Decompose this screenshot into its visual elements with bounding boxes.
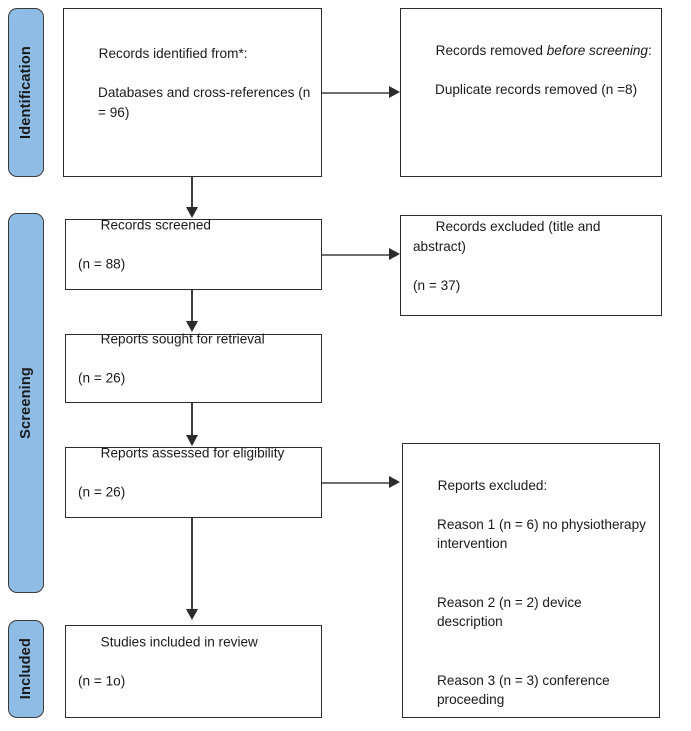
connector-assessed-to-reports-excluded [322, 482, 390, 484]
box-records-screened: Records screened (n = 88) [65, 217, 322, 290]
records-removed-line2: Duplicate records removed (n =8) [435, 81, 638, 97]
stage-label-identification: Identification [18, 45, 34, 140]
connector-assessed-to-included [191, 518, 193, 611]
records-excluded-line1: Records excluded (title and abstract) [413, 218, 605, 254]
reports-excluded-reason-1: Reason 1 (n = 6) no physiotherapy interv… [437, 516, 650, 552]
records-identified-line2: Databases and cross-references (n = 96) [98, 84, 315, 120]
records-removed-line1-italic: before screening [546, 42, 648, 58]
box-studies-included-in-review: Studies included in review (n = 1o) [65, 625, 322, 718]
connector-assessed-to-included-arrowhead [185, 609, 198, 620]
connector-sought-to-assessed-arrowhead [185, 435, 198, 446]
reports-excluded-heading: Reports excluded: [437, 477, 548, 493]
connector-identified-to-removed-arrowhead [389, 85, 400, 98]
stage-bar-included: Included [8, 620, 44, 718]
records-screened-line1: Records screened [100, 217, 211, 233]
reports-sought-line2: (n = 26) [78, 370, 126, 386]
stage-bar-identification: Identification [8, 8, 44, 177]
connector-identified-to-removed [322, 92, 390, 94]
box-reports-sought-for-retrieval: Reports sought for retrieval (n = 26) [65, 331, 322, 403]
records-excluded-line2: (n = 37) [413, 277, 461, 293]
box-records-removed-before-screening: Records removed before screening: Duplic… [400, 8, 662, 177]
studies-included-line1: Studies included in review [100, 634, 258, 650]
records-identified-line1: Records identified from*: [98, 45, 248, 61]
connector-screened-to-excluded-arrowhead [389, 247, 400, 260]
connector-screened-to-sought-arrowhead [185, 321, 198, 332]
stage-label-screening: Screening [18, 367, 34, 439]
connector-sought-to-assessed [191, 403, 193, 437]
records-removed-line1-prefix: Records removed [435, 42, 547, 58]
studies-included-line2: (n = 1o) [78, 673, 126, 689]
reports-excluded-reason-2: Reason 2 (n = 2) device description [437, 594, 586, 630]
records-screened-line2: (n = 88) [78, 256, 126, 272]
stage-bar-screening: Screening [8, 213, 44, 593]
connector-screened-to-excluded [322, 254, 390, 256]
box-records-excluded: Records excluded (title and abstract) (n… [400, 215, 662, 316]
stage-label-included: Included [18, 638, 34, 700]
connector-identified-to-screened-arrowhead [185, 207, 198, 218]
connector-assessed-to-reports-excluded-arrowhead [389, 475, 400, 488]
records-removed-line1-suffix: : [648, 42, 652, 58]
box-reports-excluded: Reports excluded: Reason 1 (n = 6) no ph… [402, 443, 660, 718]
connector-screened-to-sought [191, 290, 193, 323]
connector-identified-to-screened [191, 177, 193, 209]
reports-sought-line1: Reports sought for retrieval [100, 331, 265, 347]
reports-assessed-line2: (n = 26) [78, 484, 126, 500]
box-reports-assessed-for-eligibility: Reports assessed for eligibility (n = 26… [65, 445, 322, 518]
box-records-identified: Records identified from*: Databases and … [63, 8, 322, 177]
reports-excluded-reason-3: Reason 3 (n = 3) conference proceeding [437, 672, 614, 708]
reports-assessed-line1: Reports assessed for eligibility [100, 445, 285, 461]
